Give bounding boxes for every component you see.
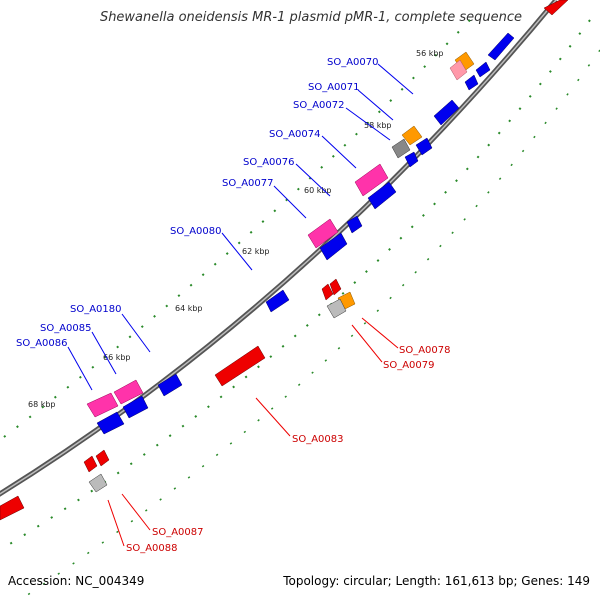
gene-arrow[interactable]: [307, 218, 339, 249]
gene-label-so-a0087[interactable]: SO_A0087: [152, 527, 204, 538]
tick-label-68kbp: 68 kbp: [28, 400, 56, 409]
leader-line: [351, 324, 383, 363]
gene-label-so-a0072[interactable]: SO_A0072: [293, 100, 345, 111]
gray-genes: [88, 138, 411, 493]
accession-info: Accession: NC_004349: [8, 574, 144, 588]
map-title: Shewanella oneidensis MR-1 plasmid pMR-1…: [99, 10, 522, 25]
gene-arrow[interactable]: [329, 278, 342, 296]
gene-arrow[interactable]: [475, 61, 491, 78]
leader-line: [321, 135, 357, 169]
gene-arrow[interactable]: [449, 59, 468, 81]
sequence-stats: Topology: circular; Length: 161,613 bp; …: [283, 574, 590, 588]
gene-arrow[interactable]: [326, 298, 347, 319]
genes-label: Genes:: [521, 574, 564, 588]
gene-arrow[interactable]: [319, 232, 348, 261]
gene-arrow[interactable]: [367, 181, 397, 210]
gene-label-so-a0078[interactable]: SO_A0078: [399, 345, 451, 356]
gene-arrow[interactable]: [113, 379, 144, 405]
leader-line: [255, 397, 291, 437]
gene-arrow[interactable]: [265, 289, 290, 313]
gene-label-so-a0083[interactable]: SO_A0083: [292, 434, 344, 445]
gene-arrow[interactable]: [0, 495, 25, 521]
leader-line: [221, 232, 253, 271]
gene-arrow[interactable]: [122, 395, 149, 419]
gene-label-so-a0074[interactable]: SO_A0074: [269, 129, 321, 140]
gene-arrow[interactable]: [86, 392, 119, 418]
gene-arrow[interactable]: [157, 373, 183, 397]
accession-value: NC_004349: [75, 574, 145, 588]
topology-value: circular: [343, 574, 388, 588]
forward-genes: [96, 32, 515, 435]
tick-label-56kbp: 56 kbp: [416, 49, 444, 58]
pink-genes: [86, 163, 389, 418]
gene-arrow[interactable]: [543, 0, 569, 16]
leader-line: [121, 313, 151, 353]
tick-label-58kbp: 58 kbp: [364, 121, 392, 130]
leader-line: [91, 331, 117, 375]
gene-arrow[interactable]: [401, 125, 423, 146]
gene-arrow[interactable]: [464, 74, 479, 91]
leader-line: [67, 346, 93, 391]
gene-arrow[interactable]: [214, 345, 266, 387]
leader-line: [361, 317, 399, 349]
gene-arrow[interactable]: [404, 151, 419, 168]
gene-arrow[interactable]: [96, 411, 125, 435]
leader-line: [357, 89, 394, 121]
topology-label: Topology:: [283, 574, 340, 588]
gene-arrow[interactable]: [433, 99, 460, 126]
forward-leaders: [67, 63, 414, 391]
forward-gene-labels: SO_A0070 SO_A0071 SO_A0072 SO_A0074 SO_A…: [16, 57, 379, 349]
reverse-gene-labels: SO_A0078 SO_A0079 SO_A0083 SO_A0087 SO_A…: [126, 345, 451, 554]
tick-label-62kbp: 62 kbp: [242, 247, 270, 256]
plasmid-backbone-highlight: [0, 0, 557, 495]
leader-line: [273, 185, 307, 219]
gene-arrow[interactable]: [487, 32, 515, 61]
gene-arrow[interactable]: [83, 455, 98, 473]
gene-arrow[interactable]: [88, 473, 108, 493]
gene-label-so-a0088[interactable]: SO_A0088: [126, 543, 178, 554]
gene-arrow[interactable]: [391, 138, 411, 159]
gene-arrow[interactable]: [95, 449, 110, 467]
length-label: Length:: [395, 574, 441, 588]
gene-label-so-a0085[interactable]: SO_A0085: [40, 323, 92, 334]
gene-arrow[interactable]: [346, 215, 363, 234]
accession-label: Accession:: [8, 574, 72, 588]
leader-line: [121, 493, 151, 531]
gene-arrow[interactable]: [321, 283, 334, 301]
gene-label-so-a0080[interactable]: SO_A0080: [170, 226, 222, 237]
gene-label-so-a0180[interactable]: SO_A0180: [70, 304, 122, 315]
gene-arrow[interactable]: [354, 163, 389, 197]
tick-label-64kbp: 64 kbp: [175, 304, 203, 313]
reverse-genes: [0, 0, 569, 521]
plasmid-backbone: [0, 0, 558, 497]
gene-label-so-a0077[interactable]: SO_A0077: [222, 178, 274, 189]
gene-label-so-a0071[interactable]: SO_A0071: [308, 82, 360, 93]
leader-line: [295, 163, 331, 197]
reverse-leaders: [107, 317, 399, 547]
gene-label-so-a0076[interactable]: SO_A0076: [243, 157, 295, 168]
outer-ruler-ring-2: [19, 49, 600, 600]
tick-label-60kbp: 60 kbp: [304, 186, 332, 195]
gene-label-so-a0079[interactable]: SO_A0079: [383, 360, 435, 371]
tick-label-66kbp: 66 kbp: [103, 353, 131, 362]
leader-line: [107, 499, 125, 547]
length-value: 161,613 bp: [444, 574, 514, 588]
leader-line: [345, 107, 391, 141]
leader-line: [377, 63, 414, 95]
gene-arrow[interactable]: [415, 137, 433, 156]
gene-label-so-a0070[interactable]: SO_A0070: [327, 57, 379, 68]
genes-value: 149: [567, 574, 590, 588]
gene-label-so-a0086[interactable]: SO_A0086: [16, 338, 68, 349]
